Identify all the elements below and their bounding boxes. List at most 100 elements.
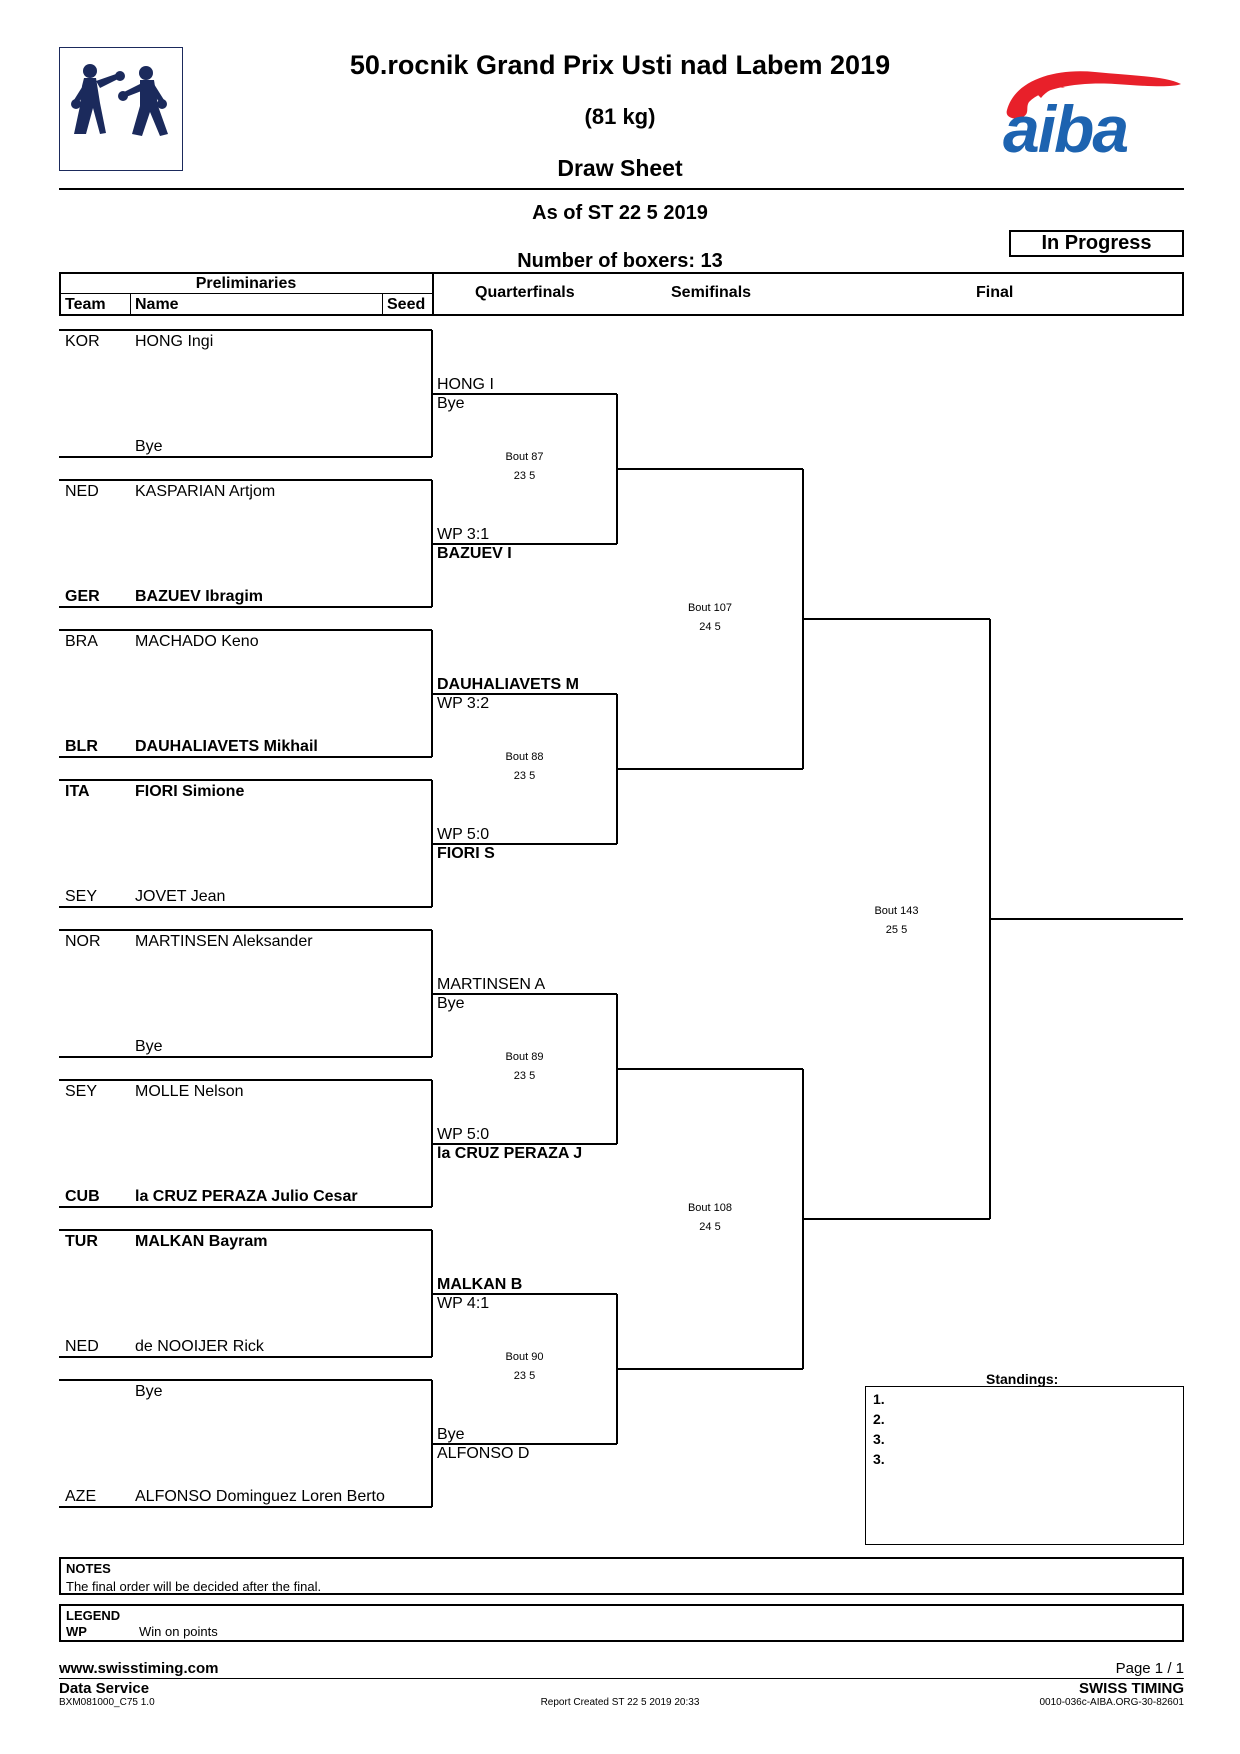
entry-team: NED <box>65 483 99 500</box>
entry-name: Bye <box>135 1383 163 1400</box>
legend-box <box>59 1604 1184 1642</box>
entry-name: de NOOIJER Rick <box>135 1338 264 1355</box>
qf-lower-result: WP 5:0 <box>437 1126 490 1143</box>
entry-name: JOVET Jean <box>135 888 226 905</box>
aiba-swoosh-icon <box>1006 71 1181 119</box>
entry-name: MALKAN Bayram <box>135 1233 268 1250</box>
qf-upper-result: WP 3:2 <box>437 695 490 712</box>
entry-team: SEY <box>65 888 98 905</box>
qf-lower-result: WP 5:0 <box>437 826 490 843</box>
legend-abbr: WP <box>66 1624 87 1639</box>
legend-meaning: Win on points <box>139 1624 218 1639</box>
entry-team: GER <box>65 588 100 605</box>
final-bout-number: Bout 143 <box>874 905 919 917</box>
entry-name: DAUHALIAVETS Mikhail <box>135 738 318 755</box>
notes-title: NOTES <box>66 1561 111 1576</box>
standing-1: 1. <box>873 1391 885 1407</box>
sf-bout-date: 24 5 <box>699 621 721 633</box>
seed-header: Seed <box>387 296 426 313</box>
entry-team: CUB <box>65 1188 100 1205</box>
qf-upper-result: Bye <box>437 995 465 1012</box>
entry-name: Bye <box>135 438 163 455</box>
final-bout-date: 25 5 <box>885 924 908 936</box>
column-header <box>59 272 1184 316</box>
qf-lower-result: Bye <box>437 1426 465 1443</box>
qf-bout-number: Bout 90 <box>505 1351 544 1363</box>
boxer-count: Number of boxers: 13 <box>517 250 723 272</box>
footer-ref: 0010-036c-AIBA.ORG-30-82601 <box>1039 1697 1184 1708</box>
entry-name: BAZUEV Ibragim <box>135 588 264 605</box>
qf-bout-date: 23 5 <box>513 470 536 482</box>
prelim-divider <box>432 272 434 316</box>
entry-team: NOR <box>65 933 101 950</box>
footer-page: Page 1 / 1 <box>1115 1660 1184 1677</box>
entry-team: AZE <box>65 1488 97 1505</box>
seed-col-divider <box>382 293 383 316</box>
entry-team: BLR <box>65 738 98 755</box>
qf-lower-name: ALFONSO D <box>437 1445 530 1462</box>
notes-text: The final order will be decided after th… <box>66 1579 322 1594</box>
footer-brand: SWISS TIMING <box>1079 1680 1184 1697</box>
preliminaries-header: Preliminaries <box>195 275 297 292</box>
entry-team: SEY <box>65 1083 98 1100</box>
aiba-logo: aiba <box>995 62 1185 172</box>
entry-name: MOLLE Nelson <box>135 1083 244 1100</box>
qf-upper-result: WP 4:1 <box>437 1295 490 1312</box>
qf-bout-date: 23 5 <box>513 1070 536 1082</box>
prelim-subdivider <box>59 293 433 294</box>
entry-team: NED <box>65 1338 99 1355</box>
qf-lower-name: BAZUEV I <box>437 545 512 562</box>
qf-upper-name: MALKAN B <box>437 1276 523 1293</box>
qf-lower-result: WP 3:1 <box>437 526 490 543</box>
entry-name: ALFONSO Dominguez Loren Berto <box>135 1488 385 1505</box>
entry-name: MACHADO Keno <box>135 633 259 650</box>
entry-team: TUR <box>65 1233 98 1250</box>
qf-upper-name: HONG I <box>437 376 494 393</box>
standing-3b: 3. <box>873 1451 885 1467</box>
qf-bout-date: 23 5 <box>513 770 536 782</box>
boxing-logo <box>59 47 183 171</box>
entry-name: Bye <box>135 1038 163 1055</box>
entry-name: KASPARIAN Artjom <box>135 483 276 500</box>
aiba-wordmark: aiba <box>1003 92 1129 166</box>
qf-lower-name: FIORI S <box>437 845 495 862</box>
standing-2: 2. <box>873 1411 885 1427</box>
footer-url[interactable]: www.swisstiming.com <box>59 1660 219 1677</box>
as-of-date: As of ST 22 5 2019 <box>532 202 708 224</box>
semifinals-header: Semifinals <box>671 284 752 301</box>
footer-service: Data Service <box>59 1680 150 1697</box>
page-title: 50.rocnik Grand Prix Usti nad Labem 2019 <box>349 50 891 80</box>
qf-upper-name: DAUHALIAVETS M <box>437 676 579 693</box>
entry-name: MARTINSEN Aleksander <box>135 933 313 950</box>
qf-lower-name: la CRUZ PERAZA J <box>437 1145 583 1162</box>
standings-box <box>865 1386 1184 1545</box>
footer-divider <box>59 1678 1184 1679</box>
sf-bout-date: 24 5 <box>699 1221 721 1233</box>
qf-bout-number: Bout 89 <box>505 1051 544 1063</box>
status-text: In Progress <box>1041 232 1152 254</box>
standings-title: Standings: <box>986 1371 1059 1387</box>
footer-report: Report Created ST 22 5 2019 20:33 <box>540 1697 700 1708</box>
qf-upper-result: Bye <box>437 395 465 412</box>
name-header: Name <box>135 296 179 313</box>
final-header: Final <box>976 284 1014 301</box>
qf-bout-date: 23 5 <box>513 1370 536 1382</box>
entry-name: HONG Ingi <box>135 333 214 350</box>
quarterfinals-header: Quarterfinals <box>475 284 575 301</box>
qf-bout-number: Bout 87 <box>505 451 544 463</box>
entry-team: ITA <box>65 783 90 800</box>
sf-bout-number: Bout 108 <box>687 1202 733 1214</box>
sheet-title: Draw Sheet <box>557 155 683 181</box>
notes-box <box>59 1557 1184 1595</box>
standing-3a: 3. <box>873 1431 885 1447</box>
entry-name: FIORI Simione <box>135 783 245 800</box>
qf-upper-name: MARTINSEN A <box>437 976 546 993</box>
entry-name: la CRUZ PERAZA Julio Cesar <box>135 1188 358 1205</box>
entry-team: KOR <box>65 333 100 350</box>
sf-bout-number: Bout 107 <box>687 602 733 614</box>
weight-class: (81 kg) <box>584 104 656 129</box>
legend-title: LEGEND <box>66 1608 121 1623</box>
boxers-icon <box>71 64 168 136</box>
footer-code: BXM081000_C75 1.0 <box>59 1697 155 1708</box>
